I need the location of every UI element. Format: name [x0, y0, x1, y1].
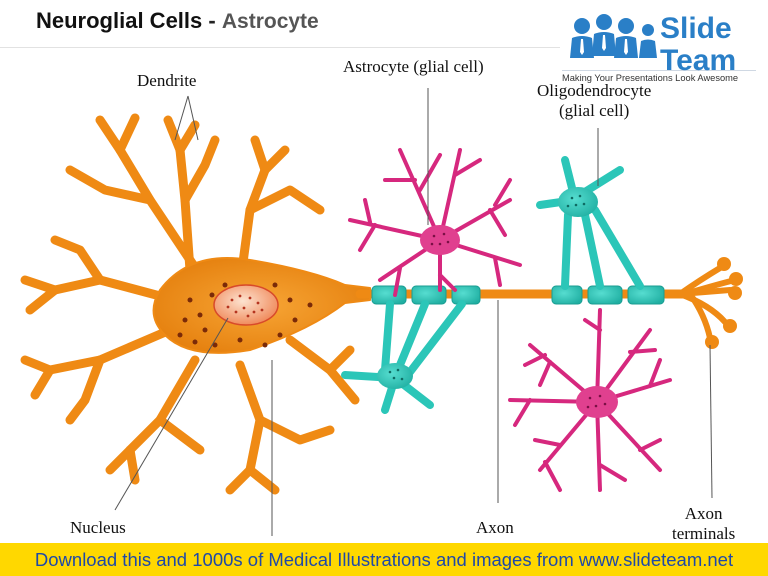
- label-astrocyte: Astrocyte (glial cell): [343, 57, 484, 76]
- download-banner[interactable]: Download this and 1000s of Medical Illus…: [0, 543, 768, 576]
- label-dendrite: Dendrite: [137, 71, 197, 90]
- logo-word-slide: Slide: [660, 12, 732, 45]
- label-nucleus: Nucleus: [70, 518, 126, 537]
- label-axon-terminals-line2: terminals: [672, 524, 736, 543]
- neuron-dendrites: [20, 113, 360, 495]
- label-oligodendrocyte: Oligodendrocyte (glial cell): [537, 81, 651, 121]
- astrocyte-upper: [348, 148, 522, 297]
- logo-word-team: Team: [660, 44, 737, 77]
- neuron: [20, 113, 743, 495]
- title-main: Neuroglial Cells: [36, 8, 203, 33]
- banner-text: Download this and 1000s of Medical Illus…: [34, 548, 734, 570]
- leader-lines: [114, 88, 713, 536]
- label-axon-terminals-line1: Axon: [684, 504, 723, 523]
- myelin-sheaths: [371, 285, 665, 305]
- axon-terminal-bulbs: [705, 257, 743, 349]
- label-axon: Axon: [476, 518, 514, 537]
- page-title: Neuroglial Cells - Astrocyte: [36, 8, 319, 34]
- label-oligodendrocyte-line1: Oligodendrocyte: [537, 81, 652, 100]
- logo-tagline: Making Your Presentations Look Awesome: [562, 73, 739, 83]
- oligodendrocyte-lower: [341, 300, 466, 414]
- astrocyte-upper-body: [420, 225, 460, 255]
- neuron-granules: [177, 282, 313, 348]
- oligodendrocyte-upper-body: [558, 187, 598, 217]
- title-divider: [0, 47, 560, 48]
- title-separator: -: [208, 8, 216, 33]
- oligodendrocyte-upper: [536, 156, 644, 290]
- title-subtitle: Astrocyte: [221, 10, 319, 33]
- slideteam-logo: Slide Team Making Your Presentations Loo…: [560, 8, 758, 86]
- oligodendrocyte-lower-body: [377, 363, 413, 389]
- label-axon-terminals: Axon terminals: [672, 504, 735, 544]
- astrocyte-lower-body: [576, 386, 618, 418]
- label-oligodendrocyte-line2: (glial cell): [558, 101, 630, 120]
- people-icon: [560, 8, 758, 86]
- neuron-nucleus: [213, 284, 279, 326]
